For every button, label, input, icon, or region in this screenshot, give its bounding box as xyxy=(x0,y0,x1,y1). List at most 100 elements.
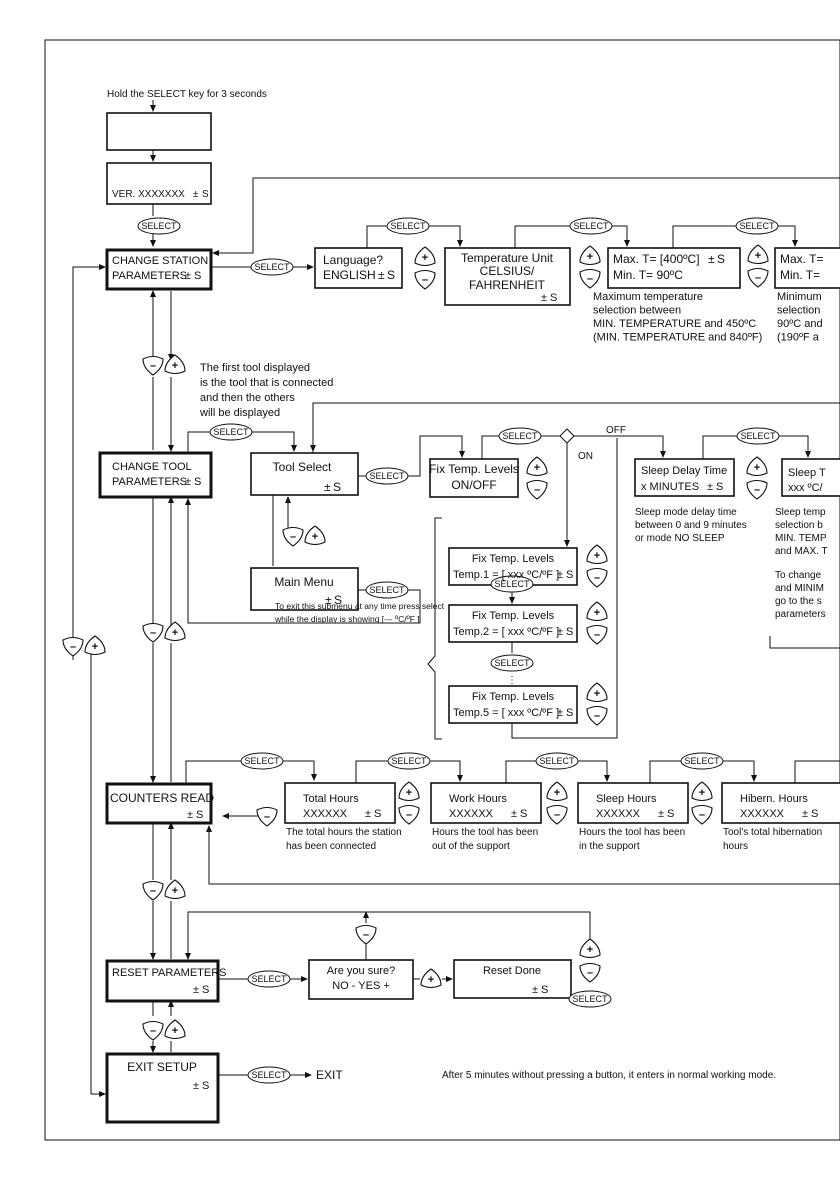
plus-key-symbol: + xyxy=(755,250,761,262)
minus-key-symbol: – xyxy=(70,641,76,653)
connector xyxy=(252,431,297,452)
exit-submenu-note: To exit this submenu at any time press s… xyxy=(275,601,445,611)
plus-minus-sign: ± xyxy=(658,808,664,820)
minus-key-symbol: – xyxy=(534,484,540,496)
select-key-max-temp xyxy=(735,217,779,235)
plus-key-symbol: + xyxy=(312,531,318,543)
select-key-label: SELECT xyxy=(494,579,530,589)
fix-onoff-box xyxy=(429,458,519,498)
select-key-reset-done xyxy=(568,990,612,1008)
counters-return xyxy=(206,825,840,885)
confirm-line1: Are you sure? xyxy=(327,965,395,977)
plus-minus-sign: ± xyxy=(193,984,199,996)
select-key-reset xyxy=(247,970,291,988)
plus-minus-sign: ± xyxy=(193,1080,199,1092)
minus-key-symbol: – xyxy=(754,484,760,496)
select-letter: S xyxy=(387,268,395,282)
more-levels-ellipsis: ⋮ xyxy=(507,675,517,686)
sleep-temp-description: Sleep temp xyxy=(775,507,826,518)
connector xyxy=(187,431,210,453)
reset-done-box xyxy=(453,959,572,999)
select-key-temp-unit xyxy=(569,217,613,235)
counter-1-minus xyxy=(398,804,420,825)
plus-minus-sign: ± xyxy=(185,270,191,282)
plus-key-symbol: + xyxy=(172,885,178,897)
page-frame xyxy=(44,39,840,1141)
confirm-minus xyxy=(355,924,377,945)
select-key-label: SELECT xyxy=(141,221,177,231)
fix-level-1-plus xyxy=(586,544,608,565)
select-key-language xyxy=(386,217,430,235)
confirm-line2: NO - YES + xyxy=(332,980,390,992)
plus-key-symbol: + xyxy=(554,787,560,799)
fix-level-2-minus xyxy=(586,624,608,645)
reset-done-plus xyxy=(579,938,601,959)
select-letter: S xyxy=(716,481,723,493)
sleep-temp-box xyxy=(781,458,840,497)
min-temp-description: (190ºF a xyxy=(777,332,820,344)
temp-unit-box xyxy=(444,247,571,306)
select-letter: S xyxy=(202,189,209,200)
max-temp-line1: Max. T= [400ºC] xyxy=(613,252,700,266)
station-return-loop xyxy=(212,177,840,256)
minus-key-symbol: – xyxy=(587,967,593,979)
connector xyxy=(366,225,387,248)
connector xyxy=(408,435,465,477)
version-display-box xyxy=(106,162,212,205)
select-keys xyxy=(137,217,780,1084)
select-key-label: SELECT xyxy=(740,431,776,441)
counter-box-2 xyxy=(430,782,542,824)
min-temp-line2: Min. T= xyxy=(780,268,820,282)
connector xyxy=(778,225,798,247)
connector xyxy=(672,225,736,248)
outer-minus xyxy=(62,636,84,657)
exit-submenu-note: while the display is showing [--- ºC/ºF … xyxy=(274,614,420,624)
plus-key-symbol: + xyxy=(594,550,600,562)
select-key-label: SELECT xyxy=(502,431,538,441)
select-key-label: SELECT xyxy=(684,756,720,766)
connector xyxy=(578,760,610,782)
plus-key-symbol: + xyxy=(92,641,98,653)
main-menu-box xyxy=(250,567,359,611)
minus-key-symbol: – xyxy=(150,627,156,639)
minus-key-symbol: – xyxy=(594,572,600,584)
connector xyxy=(769,636,840,649)
sleep-delay-box xyxy=(634,458,735,497)
station-plus xyxy=(164,354,186,375)
select-key-label: SELECT xyxy=(539,756,575,766)
language-line2: ENGLISH xyxy=(323,268,376,282)
plus-minus-sign: ± xyxy=(324,480,331,494)
main-menu-return xyxy=(185,498,421,624)
select-key-fix-2 xyxy=(490,654,534,672)
plus-minus-sign: ± xyxy=(532,984,538,996)
max-temp-description: selection between xyxy=(593,305,681,317)
plus-key-symbol: + xyxy=(594,688,600,700)
minus-key-symbol: – xyxy=(587,273,593,285)
plus-key-symbol: + xyxy=(172,1025,178,1037)
left-loop-up xyxy=(72,264,106,660)
counters-plus xyxy=(164,879,186,900)
counter-2-minus xyxy=(546,804,568,825)
plus-minus-keys xyxy=(62,244,769,1041)
counter-title: Work Hours xyxy=(449,793,507,805)
language-minus xyxy=(414,269,436,290)
select-letter: S xyxy=(541,984,548,996)
exit-submenu-bracket xyxy=(427,517,442,740)
menu-change-station-line1: CHANGE STATION xyxy=(112,255,208,267)
language-box xyxy=(314,247,403,289)
select-key-sleep-hours xyxy=(680,752,724,770)
fix-level-2-plus xyxy=(586,601,608,622)
left-loop-down xyxy=(90,653,106,1097)
menu-reset-parameters xyxy=(105,959,220,1003)
counter-box-3 xyxy=(577,782,689,824)
connector xyxy=(355,760,388,783)
counter-description: The total hours the station xyxy=(286,827,402,838)
counter-value: XXXXXX xyxy=(740,808,785,820)
tool-note: The first tool displayed xyxy=(200,362,310,374)
minus-key-symbol: – xyxy=(363,929,369,941)
select-key-label: SELECT xyxy=(251,974,287,984)
counters-minus xyxy=(256,806,278,827)
plus-key-symbol: + xyxy=(754,462,760,474)
counter-value: XXXXXX xyxy=(303,808,348,820)
